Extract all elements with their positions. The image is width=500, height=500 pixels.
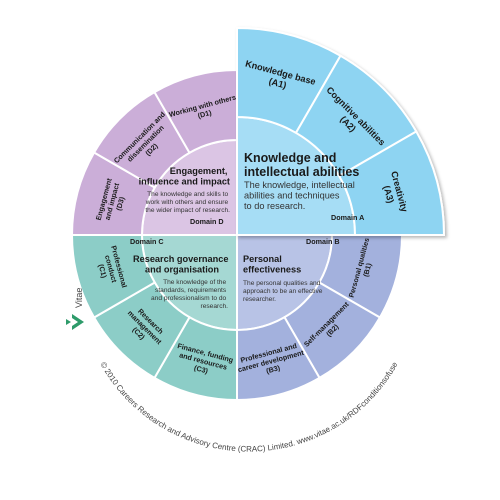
domain-c-desc-line4: research. (201, 303, 229, 310)
domain-c-segment-label-1-line-3: (C3) (193, 363, 209, 375)
domain-d-desc-line3: the wider impact of research. (145, 207, 230, 214)
svg-text:Personal effectiveness: Personal effectiveness (243, 254, 301, 275)
domain-a-desc-line2: abilities and techniques (244, 191, 340, 201)
vitae-logo: Vitae (66, 288, 84, 330)
domain-b-desc-line2: approach to be an effective (243, 288, 323, 295)
domain-c-title-line1: Research governance (133, 254, 229, 264)
domain-b-title-line2: effectiveness (243, 265, 301, 275)
domain-c-quadrant[interactable] (70, 234, 238, 402)
domain-a-title-line2: intellectual abilities (244, 165, 359, 179)
vitae-logo-text: Vitae (74, 288, 84, 308)
vitae-logo-icon (66, 314, 84, 330)
domain-a-title-line1: Knowledge and (244, 151, 336, 165)
domain-a-quadrant[interactable] (236, 26, 446, 236)
svg-text:The personal qualities and: The personal qualities and approach to b… (243, 280, 324, 303)
domain-b-title-line1: Personal (243, 254, 282, 264)
domain-d-title-line1: Engagement, (170, 166, 228, 176)
domain-b-segment-label-3-line-3: (B3) (265, 363, 281, 375)
domain-a-segment-label-3-line-2: (A3) (382, 184, 396, 204)
domain-d-title-line2: influence and impact (139, 177, 230, 187)
domain-a-segment-1[interactable] (236, 26, 342, 135)
domain-c-segment-3[interactable] (70, 234, 157, 319)
domain-a-desc-line1: The knowledge, intellectual (244, 180, 355, 190)
domain-d-segment-label-1-line-3: (D3) (114, 195, 126, 211)
domain-c-desc-line3: and professionalism to do (151, 295, 226, 302)
domain-c-desc-line1: The knowledge of the (163, 279, 226, 286)
svg-text:Research governance and: Research governance and organisation (133, 254, 231, 275)
svg-text:The knowledge, intellectual: The knowledge, intellectual abilities an… (244, 180, 357, 211)
domain-d-desc-line2: work with others and ensure (145, 199, 229, 206)
domain-a-segment-2[interactable] (294, 54, 418, 178)
domain-d-label: Domain D (190, 217, 224, 226)
svg-text:Knowledge and intellectu: Knowledge and intellectual abilities (244, 151, 359, 179)
domain-b-segment-label-1-line-2: (B1) (361, 261, 373, 277)
domain-b-desc-line3: researcher. (243, 296, 276, 303)
domain-b-quadrant[interactable] (236, 234, 404, 402)
domain-b-segment-3[interactable] (236, 315, 321, 402)
svg-text:The knowledge of the sta: The knowledge of the standards, requirem… (151, 279, 228, 310)
domain-a-segment-3[interactable] (337, 130, 446, 236)
domain-a-panel: Knowledge and intellectual abilities The… (244, 151, 364, 222)
domain-c-label: Domain C (130, 237, 164, 246)
domain-d-desc-line1: The knowledge and skills to (147, 191, 228, 198)
svg-text:Engagement, influence an: Engagement, influence and impact (139, 166, 230, 187)
domain-a-label: Domain A (331, 213, 364, 222)
domain-c-segment-label-3-line-3: (C1) (97, 263, 109, 279)
domain-c-title-line2: and organisation (145, 265, 219, 275)
domain-b-desc-line1: The personal qualities and (243, 280, 321, 287)
domain-b-panel: Domain B Personal effectiveness The pers… (243, 237, 340, 303)
domain-d-panel: Engagement, influence and impact The kno… (139, 166, 231, 226)
domain-a-desc-line3: to do research. (244, 201, 305, 211)
domain-a-segment-label-1-line-2: (A1) (268, 76, 288, 90)
domain-d-quadrant[interactable] (70, 68, 238, 236)
svg-text:The knowledge and skills to: The knowledge and skills to work with ot… (145, 191, 230, 214)
domain-d-segment-label-3-line-2: (D1) (197, 108, 213, 120)
domain-c-panel: Domain C Research governance and organis… (130, 237, 231, 310)
domain-b-label: Domain B (306, 237, 340, 246)
domain-c-desc-line2: standards, requirements (155, 287, 227, 294)
